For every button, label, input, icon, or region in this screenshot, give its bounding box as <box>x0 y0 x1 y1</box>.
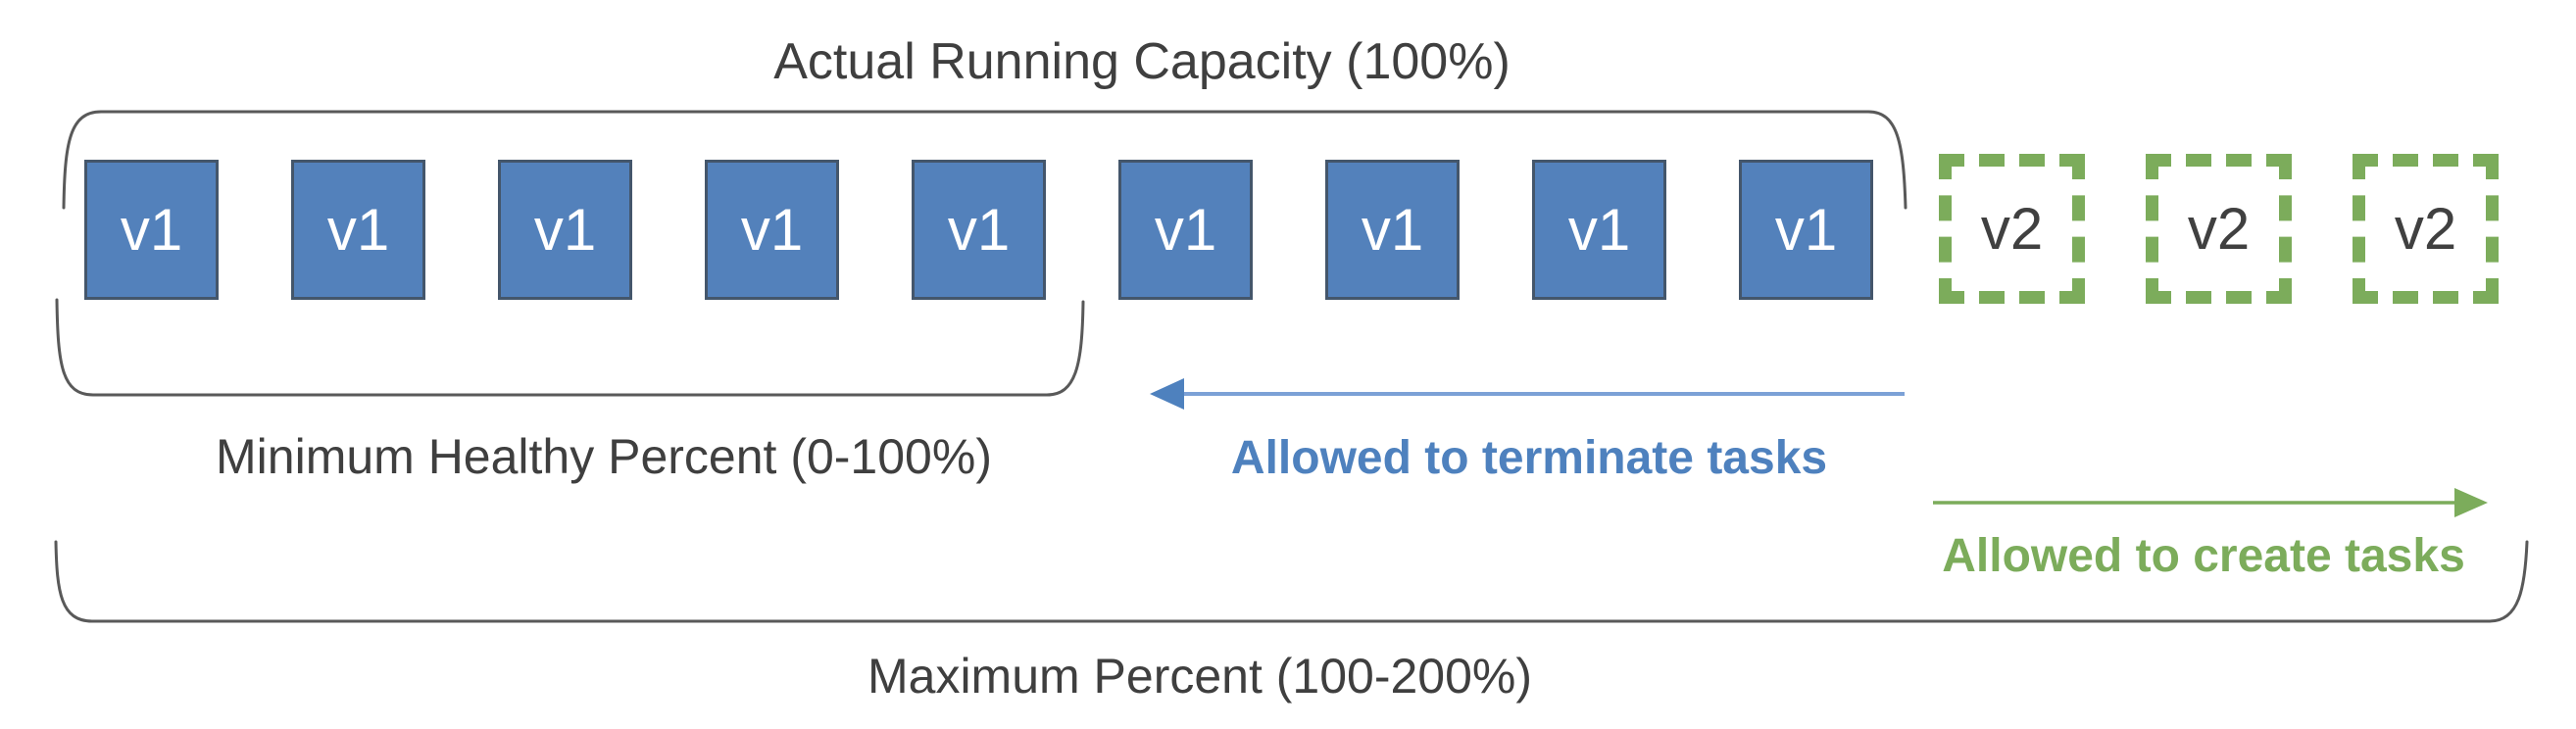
task-v2-box: v2 <box>2146 154 2292 304</box>
task-v2-box: v2 <box>2353 154 2499 304</box>
minimum-healthy-bracket <box>55 298 1085 397</box>
create-tasks-label: Allowed to create tasks <box>1942 530 2465 582</box>
task-v1-label: v1 <box>1567 196 1631 263</box>
task-v1-label: v1 <box>120 196 183 263</box>
task-v2-label: v2 <box>2394 195 2457 262</box>
v1-task-row: v1 v1 v1 v1 v1 v1 v1 v1 v1 <box>84 160 1873 300</box>
maximum-percent-label: Maximum Percent (100-200%) <box>867 649 1533 704</box>
task-v1-box: v1 <box>1325 160 1460 300</box>
actual-capacity-label: Actual Running Capacity (100%) <box>773 33 1511 90</box>
task-v1-label: v1 <box>947 196 1011 263</box>
task-v1-label: v1 <box>1154 196 1217 263</box>
task-v1-label: v1 <box>326 196 390 263</box>
task-v1-box: v1 <box>1532 160 1666 300</box>
task-v1-box: v1 <box>1118 160 1253 300</box>
task-v1-label: v1 <box>1361 196 1424 263</box>
v2-task-row: v2 v2 v2 <box>1939 154 2499 304</box>
task-v1-box: v1 <box>912 160 1046 300</box>
create-arrow <box>1933 488 2488 517</box>
task-v1-box: v1 <box>1739 160 1873 300</box>
task-v2-label: v2 <box>2187 195 2251 262</box>
terminate-tasks-label: Allowed to terminate tasks <box>1230 432 1828 484</box>
task-v1-box: v1 <box>705 160 839 300</box>
task-v1-label: v1 <box>533 196 597 263</box>
task-v1-box: v1 <box>84 160 219 300</box>
task-v2-box: v2 <box>1939 154 2085 304</box>
task-v1-label: v1 <box>1774 196 1838 263</box>
task-v1-label: v1 <box>740 196 804 263</box>
create-arrowhead-icon <box>2454 488 2488 517</box>
terminate-arrow <box>1150 378 1905 410</box>
minimum-healthy-label: Minimum Healthy Percent (0-100%) <box>216 429 992 484</box>
terminate-arrowhead-icon <box>1150 378 1184 410</box>
task-v1-box: v1 <box>291 160 425 300</box>
task-v2-label: v2 <box>1980 195 2044 262</box>
task-v1-box: v1 <box>498 160 632 300</box>
